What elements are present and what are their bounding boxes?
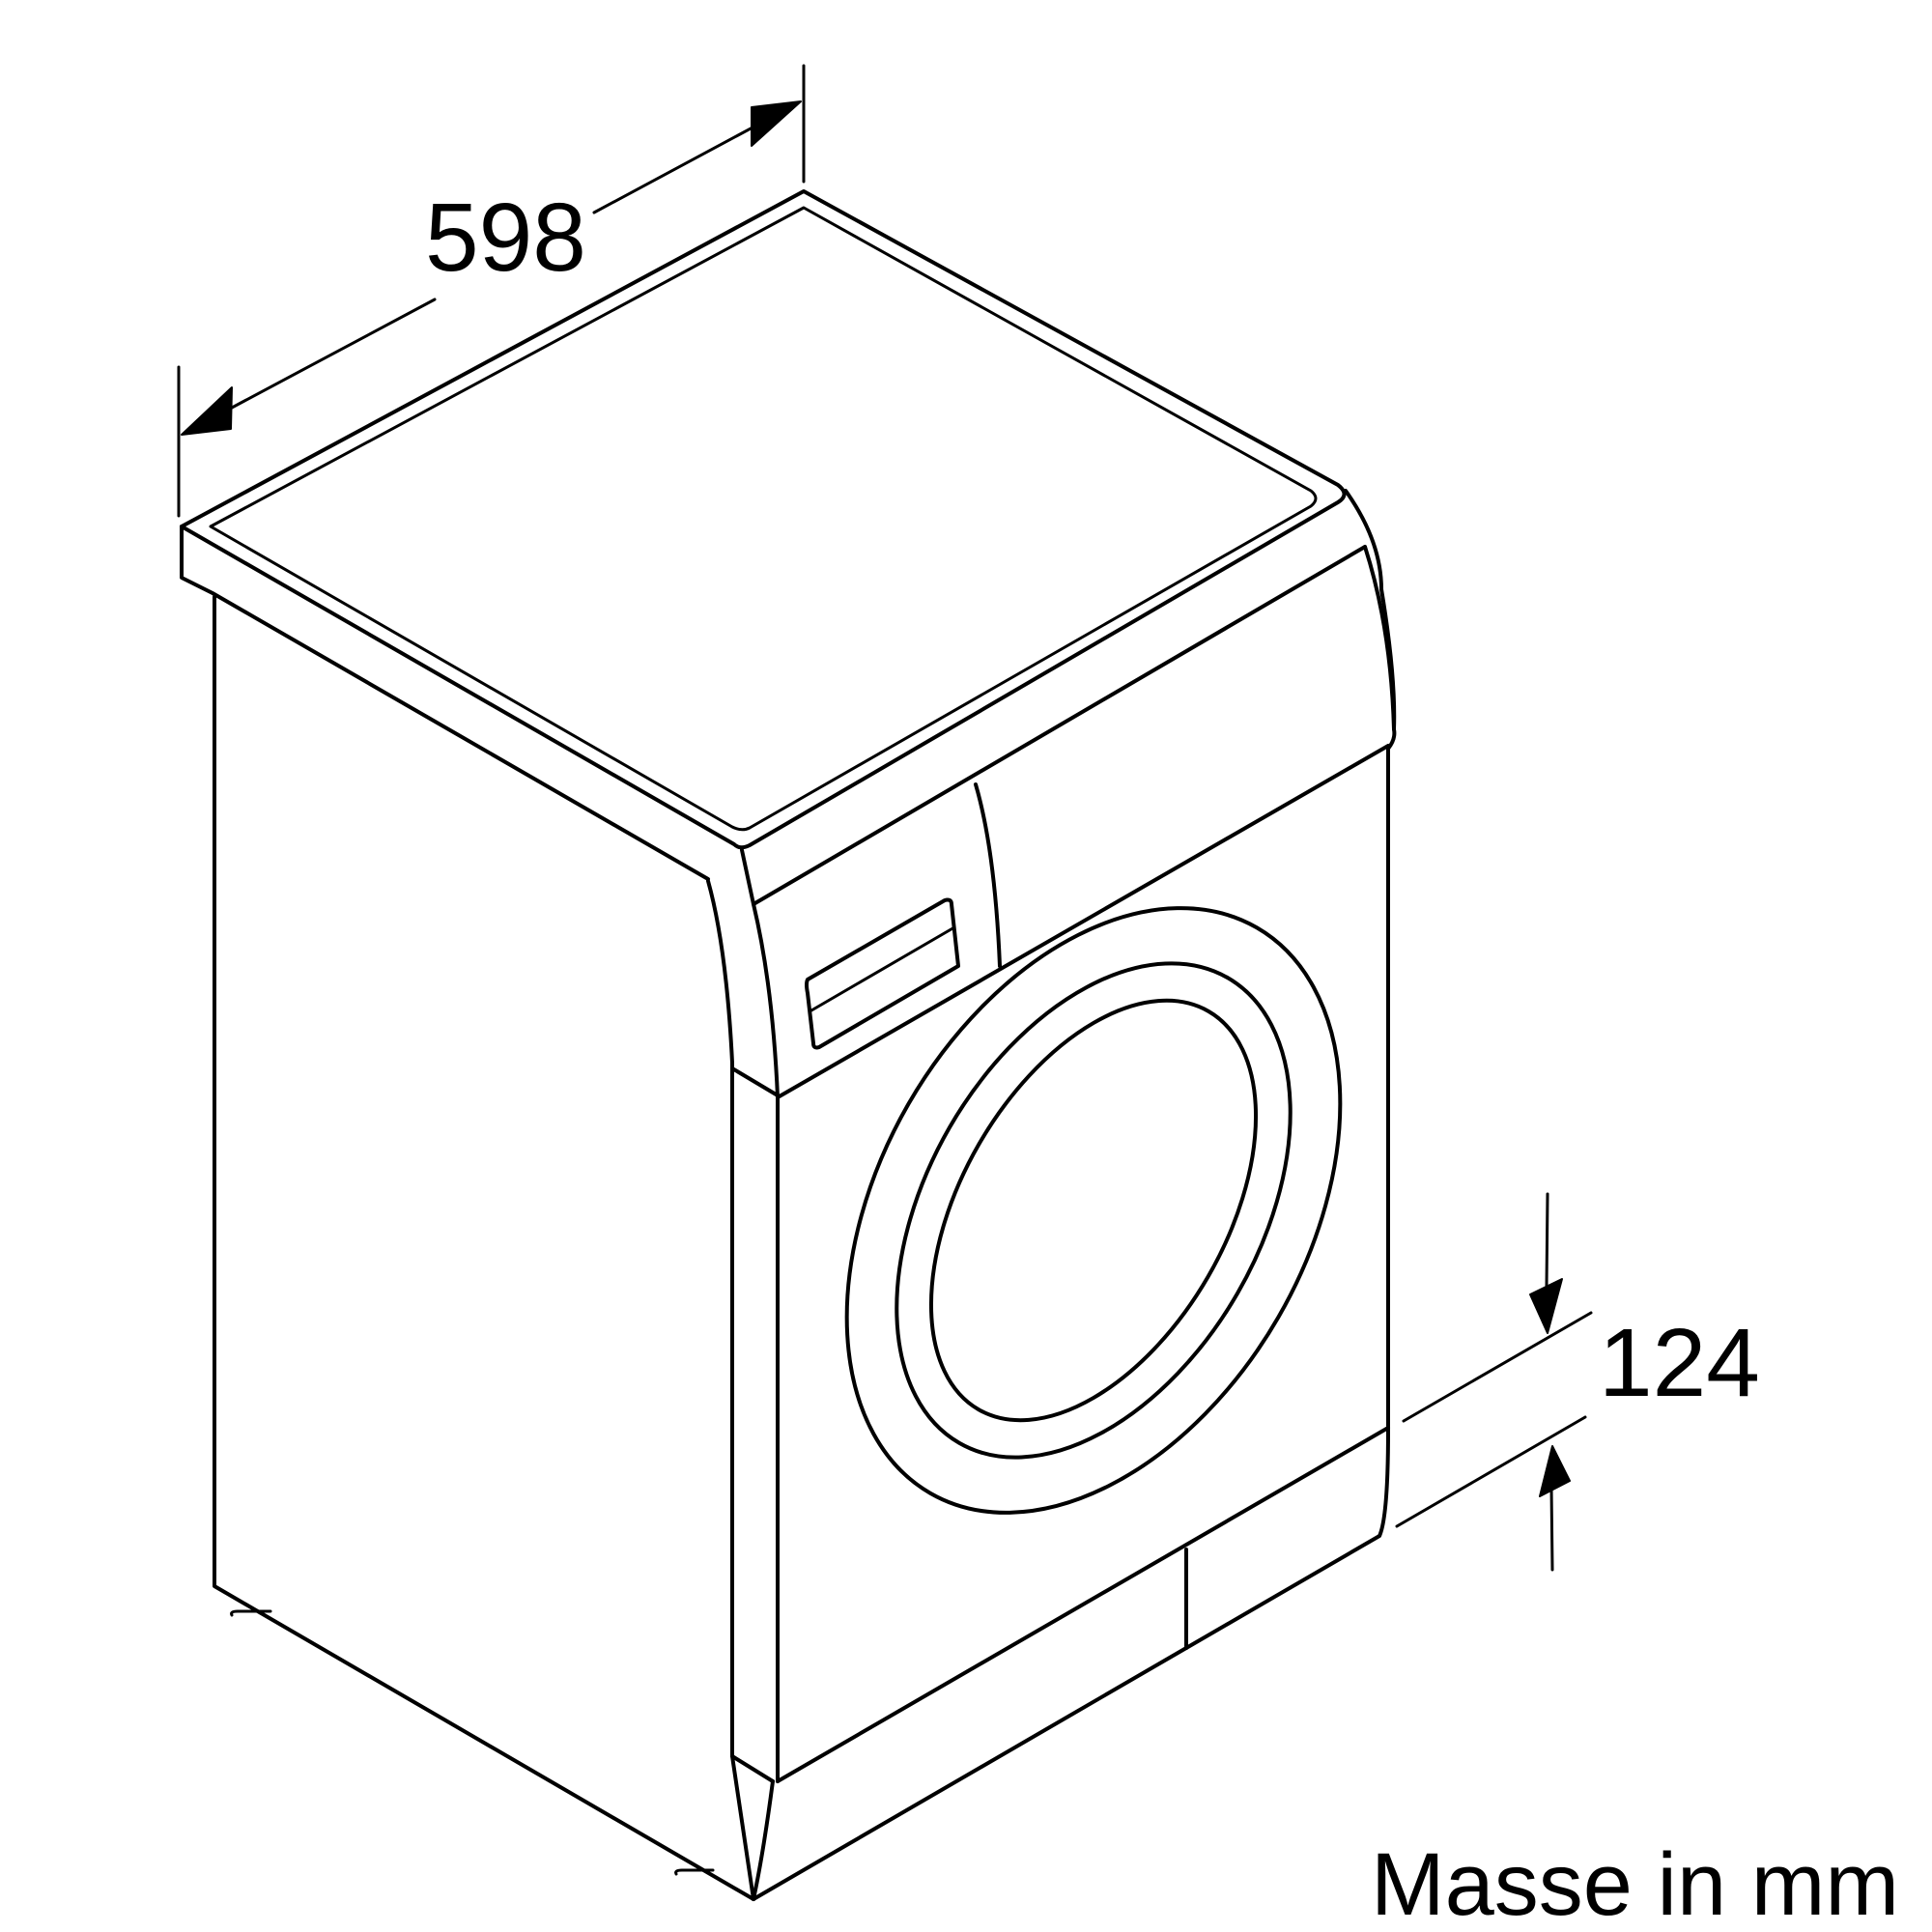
door-glass [928, 998, 1259, 1423]
arrowhead-down-icon [1529, 1278, 1563, 1334]
control-panel [776, 744, 1390, 1099]
door [844, 906, 1343, 1515]
door-outer-ring [844, 906, 1343, 1515]
width-value: 598 [425, 184, 586, 292]
extension-line-bottom [1395, 1415, 1587, 1528]
width-dimension: 598 [177, 64, 806, 518]
worktop [180, 189, 1367, 906]
extension-line-top [1402, 1311, 1593, 1423]
arrowhead-up-icon [1539, 1445, 1571, 1497]
arrow-shaft-top [1545, 1192, 1549, 1289]
plinth-height-value: 124 [1599, 1309, 1760, 1417]
arrow-shaft-bottom [1549, 1486, 1554, 1572]
cabinet-right-edge [1184, 489, 1397, 1650]
cabinet-left-side [213, 595, 755, 1901]
height-dimension: 124 [1395, 1192, 1760, 1572]
arrowhead-right-icon [751, 100, 802, 147]
detergent-drawer [805, 897, 960, 1050]
arrowhead-left-icon [181, 386, 233, 436]
door-middle-ring [895, 961, 1293, 1460]
cabinet-front-corner [706, 879, 780, 1901]
units-caption: Masse in mm [1371, 1835, 1899, 1932]
plinth [752, 1426, 1390, 1901]
